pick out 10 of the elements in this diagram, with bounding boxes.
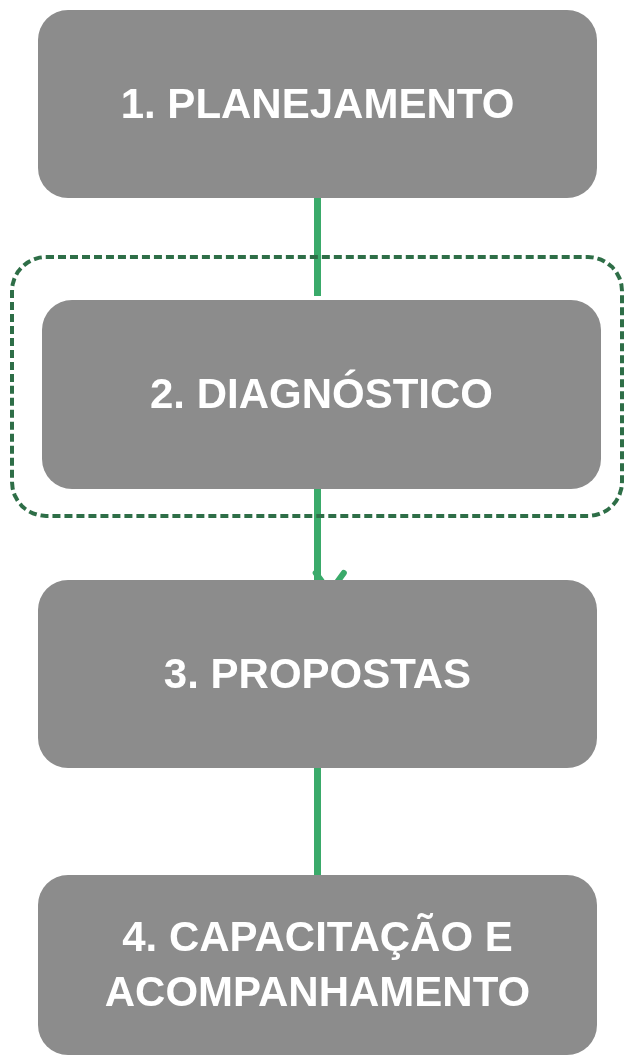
step-label: 1. PLANEJAMENTO — [120, 78, 515, 129]
step-label: 2. DIAGNÓSTICO — [149, 368, 493, 420]
step-box — [38, 875, 597, 1055]
step-box — [38, 10, 597, 198]
dashed-group-frame — [10, 255, 624, 518]
step-label: 4. CAPACITAÇÃO E ACOMPANHAMENTO — [103, 912, 532, 1017]
connector-line — [314, 768, 321, 875]
step-box — [38, 580, 597, 768]
step-box — [42, 300, 601, 489]
step-label: 3. PROPOSTAS — [163, 648, 472, 699]
